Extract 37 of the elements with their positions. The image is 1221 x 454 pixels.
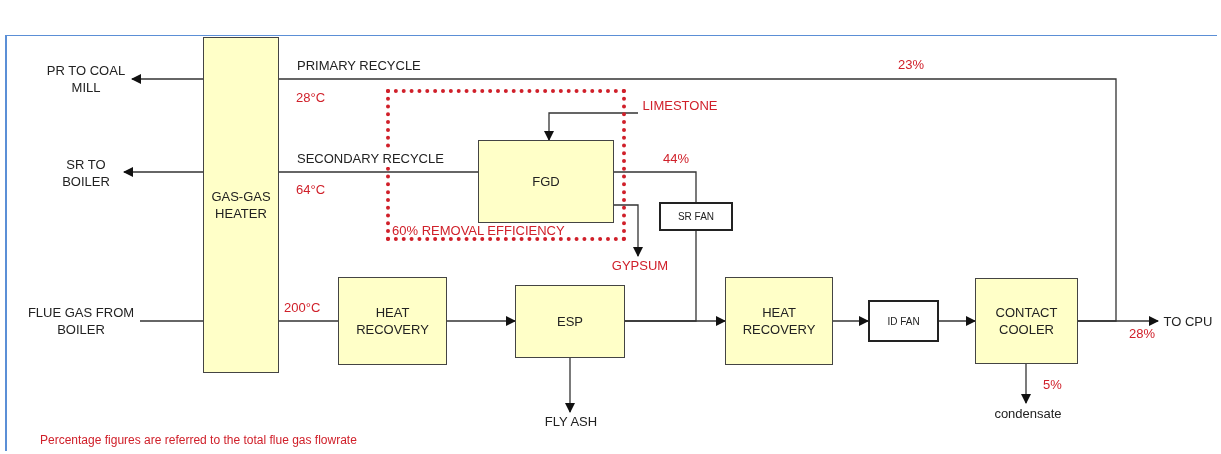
flow-line bbox=[446, 316, 516, 326]
process-box: CONTACT COOLER bbox=[975, 278, 1078, 364]
process-box: HEAT RECOVERY bbox=[725, 277, 833, 365]
fan-box: SR FAN bbox=[659, 202, 733, 231]
fan-box: ID FAN bbox=[868, 300, 939, 342]
process-box: ESP bbox=[515, 285, 625, 358]
process-box: HEAT RECOVERY bbox=[338, 277, 447, 365]
output-label: condensate bbox=[988, 403, 1068, 423]
flow-line bbox=[278, 171, 479, 173]
output-label: TO CPU bbox=[1158, 312, 1218, 330]
flow-line bbox=[938, 316, 976, 326]
flow-line bbox=[131, 74, 204, 84]
edge-label: SECONDARY RECYCLE bbox=[296, 151, 445, 167]
flow-line bbox=[278, 320, 339, 322]
flow-line bbox=[278, 78, 1117, 322]
output-label: GYPSUM bbox=[600, 256, 680, 274]
flow-line bbox=[613, 171, 697, 203]
flow-line bbox=[565, 357, 575, 413]
flow-line bbox=[544, 112, 639, 141]
footnote: Percentage figures are referred to the total flue gas flowrate bbox=[40, 432, 357, 449]
outlet-label: PR TO COAL MILL bbox=[40, 62, 132, 96]
outlet-label: SR TO BOILER bbox=[48, 155, 124, 191]
temperature-label: 64°C bbox=[296, 181, 326, 199]
output-label: FLY ASH bbox=[532, 412, 610, 430]
flow-line bbox=[613, 204, 643, 257]
percentage-label: 23% bbox=[898, 56, 925, 74]
heater-box: GAS-GAS HEATER bbox=[203, 37, 279, 373]
inlet-label: FLUE GAS FROM BOILER bbox=[22, 303, 140, 339]
flow-line bbox=[123, 167, 204, 177]
region-label: 60% REMOVAL EFFICIENCY bbox=[392, 221, 565, 240]
input-label: LIMESTONE bbox=[638, 96, 722, 114]
flow-line bbox=[832, 316, 869, 326]
temperature-label: 28°C bbox=[296, 89, 326, 107]
process-box: FGD bbox=[478, 140, 614, 223]
flow-line bbox=[139, 320, 204, 322]
flow-line bbox=[624, 230, 697, 322]
flow-line bbox=[1021, 363, 1031, 404]
